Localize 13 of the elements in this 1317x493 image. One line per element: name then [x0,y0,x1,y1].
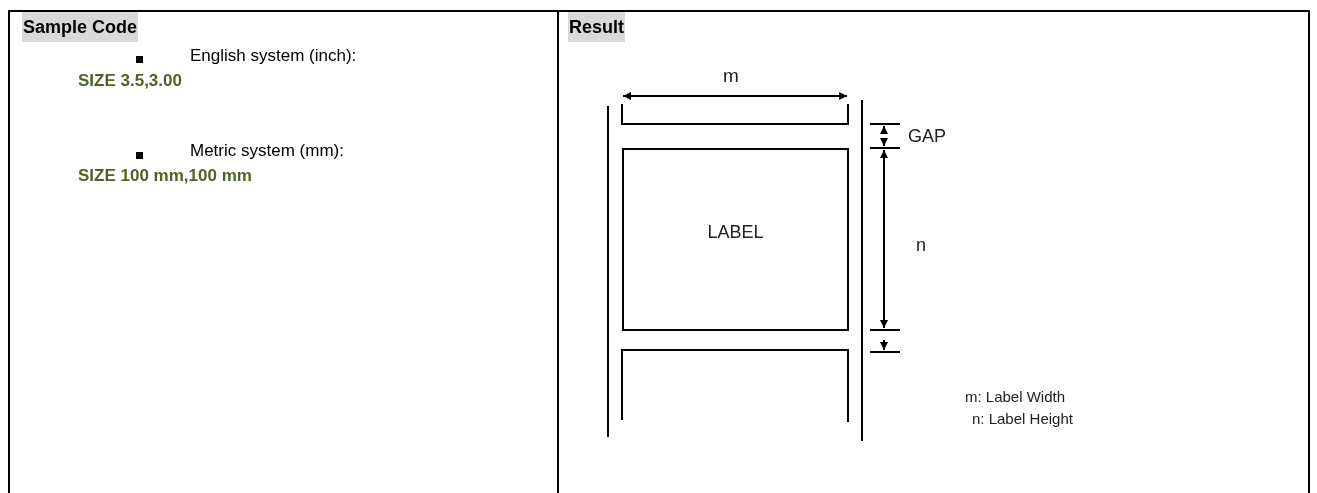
list-item: English system (inch): [190,45,357,67]
legend-note: n: Label Height [972,409,1073,429]
label-box [622,148,849,331]
label-text: LABEL [707,221,764,244]
code-line: SIZE 3.5,3.00 [78,70,182,92]
dimension-label: m [723,65,739,87]
column-header: Result [568,12,625,42]
legend-note: m: Label Width [965,387,1066,407]
dimension-label: n [916,234,926,256]
list-item: Metric system (mm): [190,140,344,162]
dimension-label: GAP [908,125,946,147]
column-header: Sample Code [22,12,139,42]
code-line: SIZE 100 mm,100 mm [78,165,252,187]
